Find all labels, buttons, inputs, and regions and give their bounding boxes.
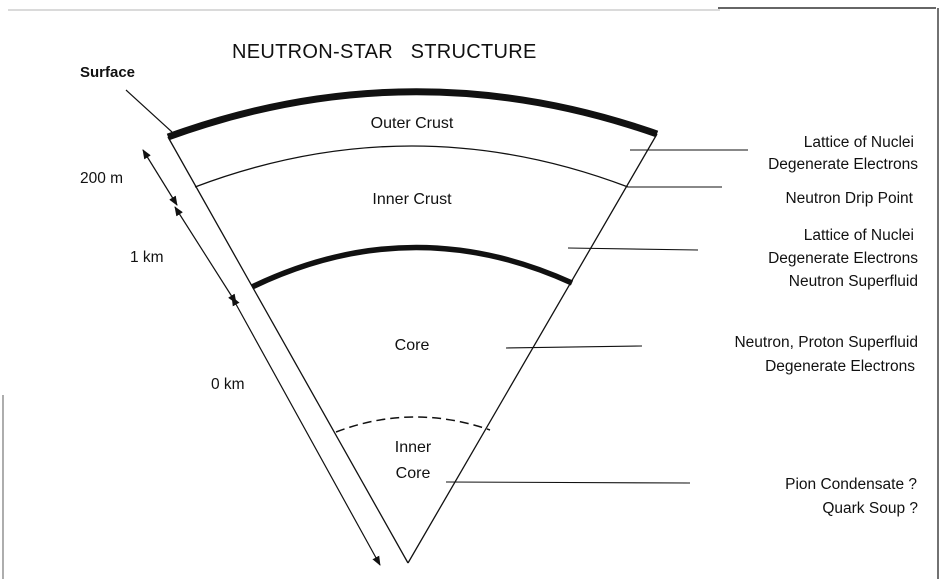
region-label-core: Core	[395, 337, 430, 354]
annotation-inner-core-line2: Quark Soup ?	[822, 500, 918, 517]
annotation-outer-crust-line1: Lattice of Nuclei	[804, 134, 914, 151]
region-label-inner-core-line2: Core	[396, 465, 431, 482]
leader-inner-crust	[567, 247, 699, 251]
distance-label-1km: 1 km	[130, 249, 164, 266]
leader-inner-core	[445, 481, 691, 484]
diagram-title: NEUTRON-STAR STRUCTURE	[232, 41, 537, 63]
annotation-inner-core-line1: Pion Condensate ?	[785, 476, 917, 493]
scale-arrow-outer	[142, 149, 178, 206]
annotation-inner-crust-line1: Lattice of Nuclei	[804, 227, 914, 244]
distance-label-0km: 0 km	[211, 376, 245, 393]
region-label-inner-core-line1: Inner	[395, 439, 432, 456]
annotation-core-line1: Neutron, Proton Superfluid	[734, 334, 918, 351]
leader-core	[505, 345, 643, 349]
neutron-drip-boundary	[194, 145, 629, 188]
annotation-inner-crust-line3: Neutron Superfluid	[789, 273, 918, 290]
wedge-right-edge	[407, 133, 658, 564]
inner-core-boundary	[335, 416, 491, 433]
region-label-outer-crust: Outer Crust	[371, 115, 454, 132]
crust-core-boundary	[250, 244, 574, 290]
region-label-inner-crust: Inner Crust	[372, 191, 452, 208]
surface-label: Surface	[80, 64, 135, 81]
surface-arc	[166, 88, 659, 141]
distance-label-200m: 200 m	[80, 170, 123, 187]
annotation-drip-point: Neutron Drip Point	[785, 190, 913, 207]
annotation-core-line2: Degenerate Electrons	[765, 358, 915, 375]
surface-leader-line	[125, 89, 173, 133]
annotation-outer-crust-line2: Degenerate Electrons	[768, 156, 918, 173]
scale-arrow-inner	[231, 296, 381, 566]
scale-arrow-middle	[174, 206, 237, 304]
annotation-inner-crust-line2: Degenerate Electrons	[768, 250, 918, 267]
